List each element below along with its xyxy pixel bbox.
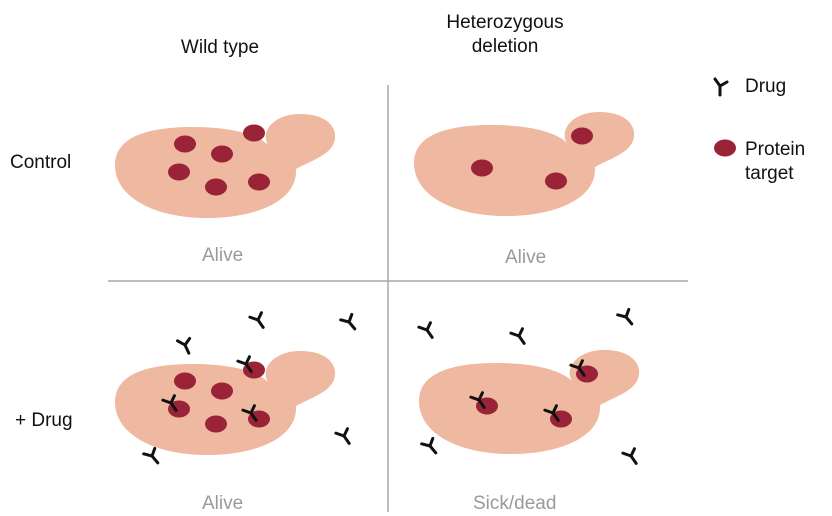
protein-target: [243, 125, 265, 142]
column-header-line: deletion: [430, 35, 580, 59]
row-label-control: Control: [10, 151, 71, 175]
protein-target: [168, 164, 190, 181]
protein-target: [211, 146, 233, 163]
status-wt-drug: Alive: [202, 493, 243, 515]
yeast-cell: [414, 112, 634, 216]
protein-target: [211, 383, 233, 400]
column-header-wild-type: Wild type: [150, 36, 290, 60]
status-het-drug: Sick/dead: [473, 493, 556, 515]
drug-molecule: [419, 320, 438, 340]
panel-het-drug: [419, 307, 642, 466]
column-header-line: Heterozygous: [430, 11, 580, 35]
legend-drug-label: Drug: [745, 75, 786, 99]
protein-target: [205, 416, 227, 433]
protein-target: [571, 128, 593, 145]
row-label-drug: + Drug: [15, 409, 73, 433]
drug-molecule: [422, 436, 441, 456]
drug-molecule: [618, 307, 637, 327]
protein-target: [174, 373, 196, 390]
legend: [714, 79, 736, 157]
protein-target: [205, 179, 227, 196]
panel-wt-drug: [115, 310, 360, 466]
panel-wt-control: [115, 114, 335, 218]
legend-protein-label: Protein target: [745, 138, 805, 186]
protein-target: [545, 173, 567, 190]
yeast-cell: [115, 351, 335, 455]
protein-target: [174, 136, 196, 153]
drug-molecule: [341, 312, 360, 332]
protein-target: [471, 160, 493, 177]
drug-molecule: [336, 426, 355, 446]
status-wt-control: Alive: [202, 245, 243, 267]
protein-target: [248, 174, 270, 191]
drug-molecule: [178, 336, 196, 356]
legend-drug-icon: [715, 79, 727, 95]
legend-protein-line: Protein: [745, 138, 805, 162]
drug-molecule: [623, 446, 642, 466]
drug-molecule: [511, 326, 530, 346]
column-header-line: Wild type: [150, 36, 290, 60]
column-header-heterozygous-deletion: Heterozygous deletion: [430, 11, 580, 59]
yeast-cell: [115, 114, 335, 218]
yeast-cell: [419, 350, 639, 454]
panel-het-control: [414, 112, 634, 216]
status-het-control: Alive: [505, 247, 546, 269]
legend-protein-line: target: [745, 162, 805, 186]
drug-molecule: [144, 446, 163, 466]
legend-protein-icon: [714, 140, 736, 157]
drug-molecule: [250, 310, 269, 330]
